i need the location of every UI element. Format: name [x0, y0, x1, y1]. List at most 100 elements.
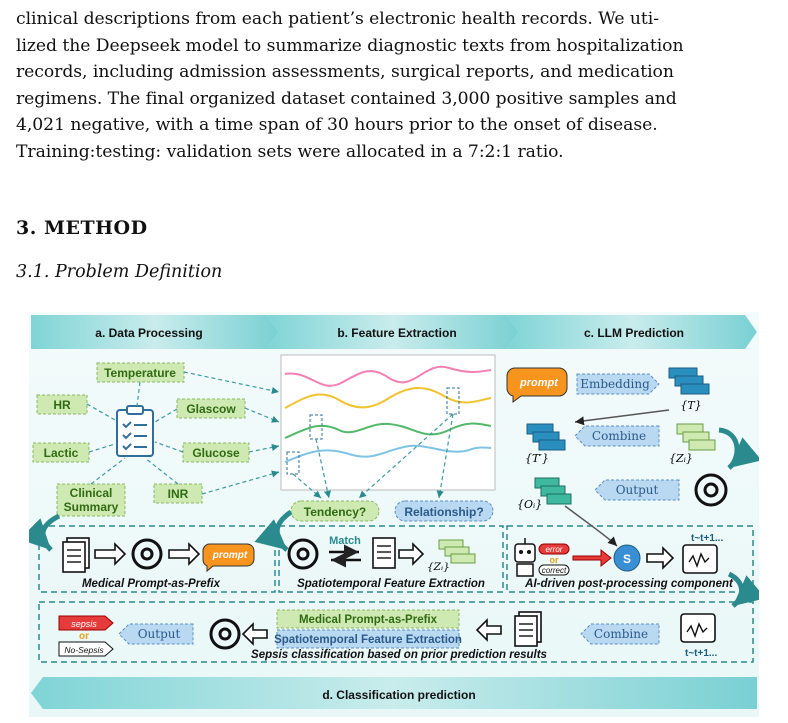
svg-text:{Zᵢ}: {Zᵢ} — [427, 561, 450, 573]
embedding-arrow: Embedding — [576, 373, 660, 395]
paragraph-line: regimens. The final organized dataset co… — [16, 88, 677, 109]
svg-text:b. Feature Extraction: b. Feature Extraction — [337, 326, 456, 340]
token-stack-blue-1: {T} — [668, 367, 710, 412]
svg-text:prompt: prompt — [212, 550, 248, 561]
output-to-s-arrow — [564, 505, 618, 547]
series-line-blue — [284, 444, 492, 463]
panel-a: prompt Medical Prompt-as-Prefix — [38, 525, 276, 593]
feature-lactic: Lactic — [32, 442, 90, 463]
token-stack-green-b: {Zᵢ} — [427, 539, 476, 573]
stage-header-d: d. Classification prediction — [31, 677, 757, 709]
feature-hr: HR — [36, 394, 88, 415]
clipboard-icon — [116, 405, 154, 457]
output-arrow-d: Output — [118, 623, 194, 645]
arrow-icon-d2 — [475, 618, 502, 642]
curved-arrow-b — [254, 509, 293, 552]
svg-text:Spatiotemporal Feature Extract: Spatiotemporal Feature Extraction — [297, 578, 485, 590]
svg-text:t~t+1...: t~t+1... — [691, 533, 723, 544]
svg-text:Relationship?: Relationship? — [404, 505, 483, 519]
arrow-down-left — [574, 409, 670, 426]
method-figure: a. Data Processing b. Feature Extraction… — [29, 312, 759, 717]
curved-arrow-a — [29, 513, 61, 552]
svg-text:HR: HR — [53, 398, 71, 412]
svg-text:t~t+1...: t~t+1... — [685, 648, 717, 659]
output-arrow-c: Output — [594, 479, 680, 501]
svg-text:Summary: Summary — [64, 500, 119, 514]
svg-text:Output: Output — [616, 483, 659, 497]
svg-text:{Zᵢ}: {Zᵢ} — [669, 452, 693, 465]
subsection-heading: 3.1. Problem Definition — [16, 262, 223, 282]
prefix-box-d: Medical Prompt-as-Prefix — [276, 609, 460, 629]
series-line-pink — [284, 365, 492, 387]
series-line-green — [284, 422, 492, 439]
error-or-correct-badge: error or correct — [538, 543, 570, 576]
llm-logo-d — [209, 618, 241, 650]
svg-text:error: error — [546, 545, 563, 554]
sepsis-badge: sepsis or No-Sepsis — [58, 615, 114, 657]
svg-text:Medical Prompt-as-Prefix: Medical Prompt-as-Prefix — [82, 578, 221, 590]
arrow-icon-b — [398, 542, 425, 566]
svg-text:Lactic: Lactic — [44, 446, 79, 460]
token-stack-green-c: {Zᵢ} — [669, 423, 716, 465]
llm-logo-c — [694, 473, 728, 507]
scroll-chart-icon-d: t~t+1... — [680, 613, 717, 659]
svg-text:Embedding: Embedding — [580, 377, 650, 391]
svg-text:a. Data Processing: a. Data Processing — [95, 326, 202, 340]
svg-text:or: or — [79, 631, 89, 642]
svg-text:prompt: prompt — [519, 377, 559, 389]
panel-c: error or correct S t~t+1... AI-driven po… — [506, 505, 754, 593]
paragraph-line: clinical descriptions from each patient’… — [16, 9, 659, 29]
relationship-pill: Relationship? — [394, 500, 494, 522]
svg-text:c. LLM Prediction: c. LLM Prediction — [584, 326, 684, 340]
token-stack-blue-2: {T′} — [525, 423, 566, 465]
svg-text:sepsis: sepsis — [71, 619, 97, 629]
feature-clinical-summary: Clinical Summary — [56, 483, 126, 517]
section-heading: 3. METHOD — [16, 217, 148, 239]
feature-glucose: Glucose — [182, 442, 250, 463]
paragraph-line: lized the Deepseek model to summarize di… — [16, 35, 684, 56]
arrow-icon-d1 — [241, 622, 268, 646]
paragraph-line: records, including admission assessments… — [16, 62, 674, 83]
document-icon-b — [372, 537, 396, 569]
svg-text:AI-driven post-processing comp: AI-driven post-processing component — [524, 578, 734, 590]
red-arrow-icon — [572, 548, 612, 568]
svg-text:correct: correct — [542, 566, 567, 575]
stage-header-b: b. Feature Extraction — [267, 315, 519, 349]
scroll-chart-icon-c: t~t+1... — [682, 533, 723, 574]
svg-text:Match: Match — [329, 535, 361, 547]
svg-text:INR: INR — [168, 487, 189, 501]
svg-text:Clinical: Clinical — [70, 486, 113, 500]
prompt-bubble-a: prompt — [202, 543, 255, 573]
double-arrow-icon — [94, 542, 201, 566]
body-paragraph: clinical descriptions from each patient’… — [16, 6, 772, 166]
series-line-yellow — [284, 387, 492, 409]
paragraph-line: Training:testing: validation sets were a… — [16, 141, 564, 162]
svg-text:d. Classification prediction: d. Classification prediction — [322, 688, 475, 702]
stage-header-c: c. LLM Prediction — [507, 315, 757, 349]
combine-arrow-c: Combine — [574, 425, 660, 447]
feature-temperature: Temperature — [96, 362, 185, 383]
curved-arrow-c — [718, 427, 759, 470]
bidirectional-arrow-icon — [329, 544, 361, 568]
svg-text:Temperature: Temperature — [104, 366, 176, 380]
panel-d: sepsis or No-Sepsis Output Medical Promp… — [38, 601, 754, 663]
svg-text:Tendency?: Tendency? — [304, 505, 366, 519]
svg-text:Sepsis classification based on: Sepsis classification based on prior pre… — [251, 649, 547, 661]
svg-text:Glascow: Glascow — [186, 402, 236, 416]
svg-text:Combine: Combine — [592, 429, 646, 443]
svg-text:{T′}: {T′} — [525, 452, 549, 465]
svg-text:{Oᵢ}: {Oᵢ} — [517, 498, 542, 511]
paragraph-line: 4,021 negative, with a time span of 30 h… — [16, 115, 658, 136]
svg-text:Medical Prompt-as-Prefix: Medical Prompt-as-Prefix — [299, 614, 438, 626]
llm-logo-a — [131, 538, 163, 570]
panel-b: Match {Zᵢ} Spatiotemporal Feature Extrac… — [278, 525, 504, 593]
svg-text:S: S — [623, 552, 631, 566]
feature-box-d: Spatiotemporal Feature Extraction — [274, 629, 462, 649]
stage-header-a: a. Data Processing — [31, 315, 279, 349]
svg-text:or: or — [550, 555, 559, 565]
token-stack-teal-c: {Oᵢ} — [517, 477, 572, 511]
documents-icon-d — [514, 611, 542, 647]
tendency-pill: Tendency? — [290, 500, 380, 522]
arrow-icon-c — [646, 546, 675, 570]
combine-arrow-d: Combine — [580, 623, 660, 645]
